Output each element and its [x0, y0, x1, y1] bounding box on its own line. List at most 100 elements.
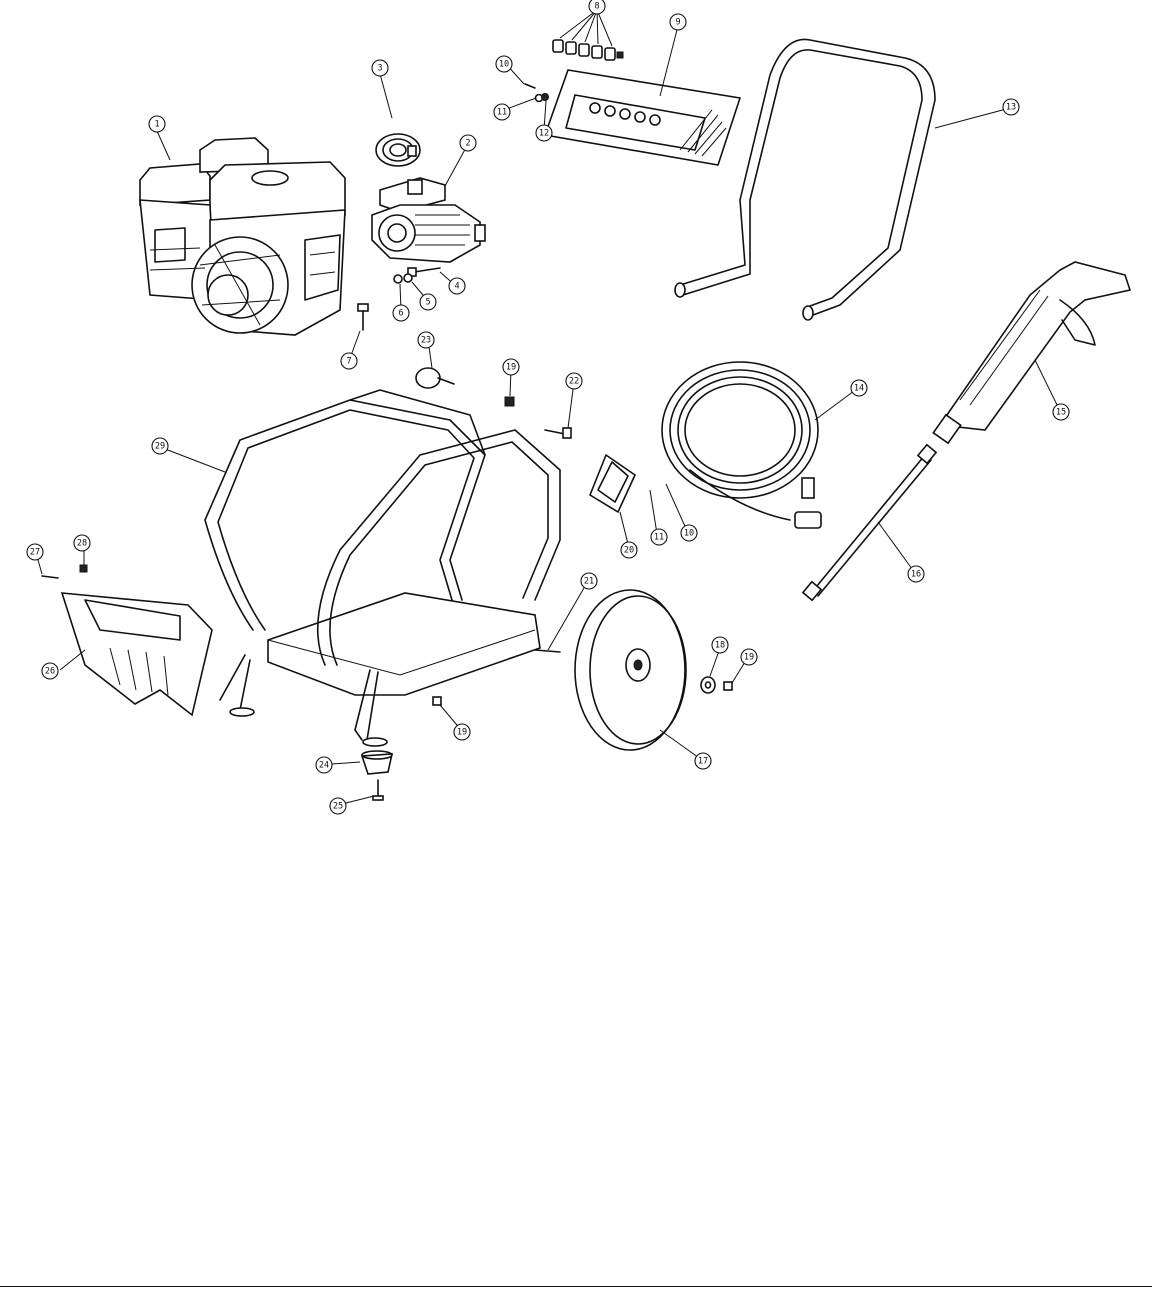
callout-c5: 5	[419, 293, 437, 311]
callout-circle	[419, 293, 437, 311]
callout-c29: 29	[151, 437, 169, 455]
callout-circle	[340, 352, 358, 370]
callout-number: 11	[654, 533, 664, 543]
callout-c14: 14	[850, 379, 868, 397]
callout-number: 18	[715, 641, 725, 651]
lance-wand-part	[801, 443, 938, 602]
callout-c17: 17	[694, 752, 712, 770]
spray-gun-part	[932, 261, 1132, 445]
callout-number: 24	[319, 761, 329, 771]
callout-c10a: 10	[495, 55, 513, 73]
callout-number: 12	[539, 129, 549, 139]
foot-screw-part	[372, 779, 384, 801]
callout-circle	[502, 358, 520, 376]
rubber-foot-part	[360, 750, 394, 775]
axle-washer-part	[700, 676, 716, 694]
callout-c9: 9	[669, 13, 687, 31]
spray-nozzles-part	[552, 39, 624, 61]
callout-circle	[580, 572, 598, 590]
callout-number: 17	[698, 757, 708, 767]
callout-c21: 21	[580, 572, 598, 590]
callout-c11b: 11	[650, 528, 668, 546]
callout-number: 19	[457, 728, 467, 738]
callout-c3: 3	[371, 59, 389, 77]
callout-number: 14	[854, 384, 864, 394]
callout-circle	[565, 372, 583, 390]
callout-circle	[694, 752, 712, 770]
callout-c19b: 19	[453, 723, 471, 741]
callout-c4: 4	[448, 277, 466, 295]
thermal-relief-valve-part	[415, 367, 455, 389]
callout-c23: 23	[417, 331, 435, 349]
callout-c20: 20	[620, 541, 638, 559]
callout-c2: 2	[459, 134, 477, 152]
callout-c7: 7	[340, 352, 358, 370]
callout-circle	[26, 543, 44, 561]
callout-c22: 22	[565, 372, 583, 390]
callout-number: 22	[569, 377, 579, 387]
callout-circle	[151, 437, 169, 455]
callout-circle	[495, 55, 513, 73]
callout-number: 9	[675, 18, 680, 28]
callout-circle	[315, 756, 333, 774]
axle-nut-part	[723, 681, 733, 691]
callout-circle	[329, 797, 347, 815]
callout-c10b: 10	[680, 524, 698, 542]
lock-washer-part	[403, 273, 413, 283]
hose-part	[661, 361, 822, 529]
callout-circle	[1002, 98, 1020, 116]
callout-number: 11	[497, 108, 507, 118]
callout-circle	[417, 331, 435, 349]
callout-circle	[740, 648, 758, 666]
callout-number: 21	[584, 577, 594, 587]
callout-number: 27	[30, 548, 40, 558]
callout-c11a: 11	[493, 103, 511, 121]
axle-part	[534, 649, 561, 653]
callout-number: 5	[425, 298, 430, 308]
callout-number: 28	[77, 539, 87, 549]
pump-part	[371, 177, 486, 263]
callout-circle	[669, 13, 687, 31]
frame-base-part	[204, 389, 561, 747]
engine-part	[139, 137, 346, 336]
callout-number: 7	[346, 357, 351, 367]
callout-circle	[907, 565, 925, 583]
callout-c8: 8	[588, 0, 606, 15]
frame-nut-part	[504, 396, 515, 407]
callout-circle	[459, 134, 477, 152]
callout-number: 16	[911, 570, 921, 580]
callout-c24: 24	[315, 756, 333, 774]
callout-circle	[711, 636, 729, 654]
guard-nut-part	[79, 564, 88, 573]
footer-rule	[0, 1286, 1152, 1287]
callout-number: 8	[594, 2, 599, 12]
callout-number: 23	[421, 336, 431, 346]
callout-c19c: 19	[740, 648, 758, 666]
callout-number: 10	[684, 529, 694, 539]
callout-circle	[493, 103, 511, 121]
frame-bolt-part	[544, 427, 572, 439]
callout-c12: 12	[535, 124, 553, 142]
callout-c1: 1	[148, 115, 166, 133]
panel-nut-part	[541, 93, 549, 101]
callout-c15: 15	[1052, 403, 1070, 421]
callout-c16: 16	[907, 565, 925, 583]
callout-circle	[620, 541, 638, 559]
callout-number: 3	[377, 64, 382, 74]
belt-guard-part	[60, 592, 213, 717]
callout-c19a: 19	[502, 358, 520, 376]
handle-part	[674, 38, 936, 321]
callout-c6: 6	[392, 304, 410, 322]
callout-circle	[535, 124, 553, 142]
guard-screw-part	[41, 575, 59, 579]
engine-bolt-part	[357, 303, 369, 331]
callout-layer: 1234567891011121314151617181919192021222…	[26, 0, 1070, 815]
callout-c25: 25	[329, 797, 347, 815]
callout-c28: 28	[73, 534, 91, 552]
callout-c27: 27	[26, 543, 44, 561]
callout-circle	[588, 0, 606, 15]
callout-number: 1	[154, 120, 159, 130]
callout-number: 19	[506, 363, 516, 373]
callout-circle	[1052, 403, 1070, 421]
